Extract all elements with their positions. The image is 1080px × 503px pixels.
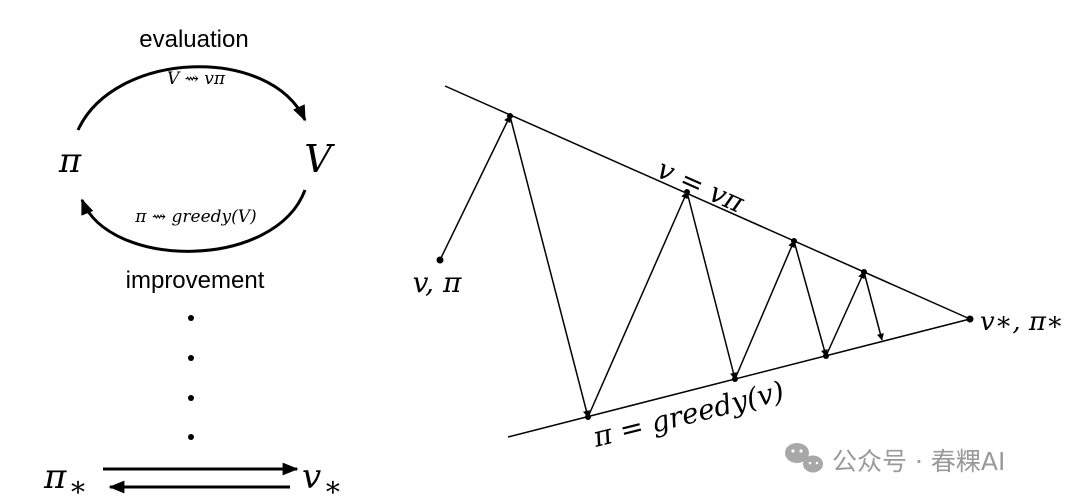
iteration-arrows bbox=[439, 115, 884, 418]
evaluation-arrow bbox=[76, 65, 307, 131]
value-line bbox=[444, 85, 971, 320]
optimum-point bbox=[966, 315, 974, 323]
value-symbol: V bbox=[304, 137, 335, 181]
watermark-text: 公众号 · 春粿AI bbox=[832, 447, 1005, 476]
optimum-label: v∗, π∗ bbox=[980, 307, 1064, 337]
iteration-points bbox=[436, 113, 974, 420]
start-label: v, π bbox=[413, 266, 462, 299]
triangle-diagram: v, π v = vπ π = greedy(v) v∗, π∗ bbox=[413, 85, 1064, 454]
value-point bbox=[684, 189, 690, 195]
iteration-arrow bbox=[439, 115, 511, 261]
policy-point bbox=[823, 353, 829, 359]
evaluation-label: evaluation bbox=[139, 26, 248, 53]
value-line-label: v = vπ bbox=[652, 152, 749, 220]
greedy-line-label: π = greedy(v) bbox=[589, 374, 788, 454]
value-point bbox=[507, 113, 513, 119]
iteration-arrow bbox=[509, 115, 590, 418]
evaluation-formula: V ⇝ vπ bbox=[167, 69, 226, 89]
optimal-value-symbol: v∗ bbox=[302, 457, 342, 503]
wechat-icon bbox=[785, 443, 823, 473]
optimal-policy-symbol: π∗ bbox=[43, 457, 87, 503]
iteration-arrow bbox=[734, 240, 795, 380]
iteration-arrow bbox=[863, 271, 884, 341]
watermark: 公众号 · 春粿AI bbox=[785, 443, 1005, 476]
value-point bbox=[861, 269, 867, 275]
start-point bbox=[436, 256, 444, 264]
continuation-dots bbox=[188, 315, 194, 440]
improvement-arrow bbox=[80, 189, 307, 253]
value-point bbox=[791, 238, 797, 244]
improvement-formula: π ⇝ greedy(V) bbox=[134, 207, 256, 227]
dot bbox=[188, 355, 194, 361]
iteration-arrow bbox=[825, 271, 865, 357]
dot bbox=[188, 315, 194, 321]
iteration-arrow bbox=[793, 240, 828, 357]
iteration-arrow bbox=[686, 191, 737, 380]
policy-symbol: π bbox=[58, 141, 82, 181]
dot bbox=[188, 395, 194, 401]
policy-point bbox=[585, 414, 591, 420]
policy-point bbox=[732, 376, 738, 382]
improvement-label: improvement bbox=[126, 267, 265, 294]
dot bbox=[188, 434, 194, 440]
iteration-arrow bbox=[587, 191, 688, 418]
cycle-diagram: evaluation V ⇝ vπ π V π ⇝ greedy(V) impr… bbox=[43, 26, 342, 503]
